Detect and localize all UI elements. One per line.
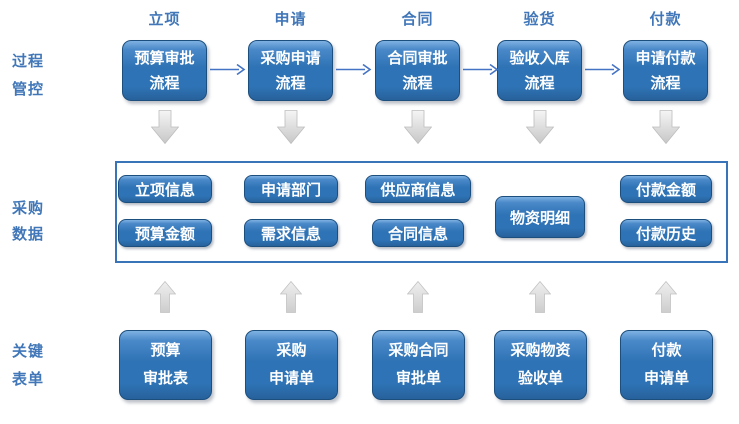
data-item-contract-info: 合同信息: [372, 219, 464, 247]
flow-arrow-right-icon: [336, 63, 372, 76]
row-label-line: 关键: [12, 343, 45, 360]
process-box-purchase-request: 采购申请 流程: [248, 40, 333, 101]
down-arrow-icon: [277, 110, 305, 144]
process-box-receiving-warehousing: 验收入库 流程: [497, 40, 582, 101]
down-arrow-icon: [526, 110, 554, 144]
phase-label-inspection: 验货: [523, 11, 556, 28]
data-item-label: 付款金额: [635, 181, 696, 199]
form-box-line: 预算: [150, 342, 181, 359]
process-box-line: 采购申请: [260, 49, 321, 67]
form-box-line: 付款: [651, 342, 682, 359]
process-box-line: 流程: [149, 74, 180, 92]
form-box-line: 申请单: [268, 370, 314, 387]
form-box-line: 采购合同: [388, 342, 449, 359]
data-item-label: 需求信息: [260, 225, 321, 243]
form-box-line: 验收单: [517, 370, 563, 387]
process-box-contract-approval: 合同审批 流程: [375, 40, 460, 101]
process-box-line: 流程: [650, 74, 681, 92]
data-item-demand-info: 需求信息: [244, 219, 338, 247]
up-arrow-icon: [280, 281, 302, 313]
up-arrow-icon: [407, 281, 429, 313]
process-box-line: 验收入库: [509, 49, 570, 67]
flow-arrow-right-icon: [463, 63, 499, 76]
form-box-payment-request-form: 付款 申请单: [620, 330, 713, 400]
data-item-label: 立项信息: [134, 181, 195, 199]
form-box-line: 采购物资: [510, 342, 571, 359]
data-item-payment-amount: 付款金额: [620, 175, 712, 203]
form-box-purchase-request-form: 采购 申请单: [245, 330, 338, 400]
row-label-key-forms: 关键 表单: [12, 338, 64, 394]
data-item-material-detail: 物资明细: [495, 196, 585, 238]
data-item-label: 供应商信息: [380, 181, 456, 199]
data-item-label: 合同信息: [387, 225, 448, 243]
data-item-budget-amount: 预算金额: [118, 219, 212, 247]
down-arrow-icon: [652, 110, 680, 144]
form-box-line: 审批表: [142, 370, 188, 387]
process-box-budget-approval: 预算审批 流程: [122, 40, 207, 101]
flow-arrow-right-icon: [585, 63, 621, 76]
form-box-material-acceptance-form: 采购物资 验收单: [494, 330, 587, 400]
row-label-line: 表单: [12, 371, 45, 388]
down-arrow-icon: [404, 110, 432, 144]
data-item-label: 付款历史: [635, 225, 696, 243]
flow-arrow-right-icon: [210, 63, 246, 76]
form-box-line: 采购: [276, 342, 307, 359]
form-box-budget-approval-form: 预算 审批表: [119, 330, 212, 400]
down-arrow-icon: [151, 110, 179, 144]
data-item-label: 申请部门: [260, 181, 321, 199]
phase-label-request: 申请: [274, 11, 307, 28]
process-box-line: 预算审批: [134, 49, 195, 67]
up-arrow-icon: [154, 281, 176, 313]
row-label-procurement-data: 采购 数据: [12, 196, 64, 248]
process-box-line: 合同审批: [387, 49, 448, 67]
row-label-line: 数据: [12, 226, 45, 243]
form-box-contract-approval-form: 采购合同 审批单: [372, 330, 465, 400]
data-item-label: 预算金额: [134, 225, 195, 243]
form-box-line: 申请单: [643, 370, 689, 387]
data-item-request-department: 申请部门: [244, 175, 338, 203]
data-item-payment-history: 付款历史: [620, 219, 712, 247]
process-box-payment-request: 申请付款 流程: [623, 40, 708, 101]
phase-label-contract: 合同: [401, 11, 434, 28]
row-label-line: 过程: [12, 53, 45, 70]
form-box-line: 审批单: [395, 370, 441, 387]
row-label-line: 管控: [12, 81, 45, 98]
row-label-line: 采购: [12, 200, 45, 217]
up-arrow-icon: [529, 281, 551, 313]
data-item-label: 物资明细: [509, 209, 570, 227]
row-label-process-control: 过程 管控: [12, 48, 64, 104]
up-arrow-icon: [655, 281, 677, 313]
process-box-line: 流程: [275, 74, 306, 92]
data-item-project-info: 立项信息: [118, 175, 212, 203]
process-box-line: 申请付款: [635, 49, 696, 67]
phase-label-initiation: 立项: [148, 11, 181, 28]
data-item-supplier-info: 供应商信息: [365, 175, 471, 203]
phase-label-payment: 付款: [649, 11, 682, 28]
process-box-line: 流程: [402, 74, 433, 92]
process-box-line: 流程: [524, 74, 555, 92]
